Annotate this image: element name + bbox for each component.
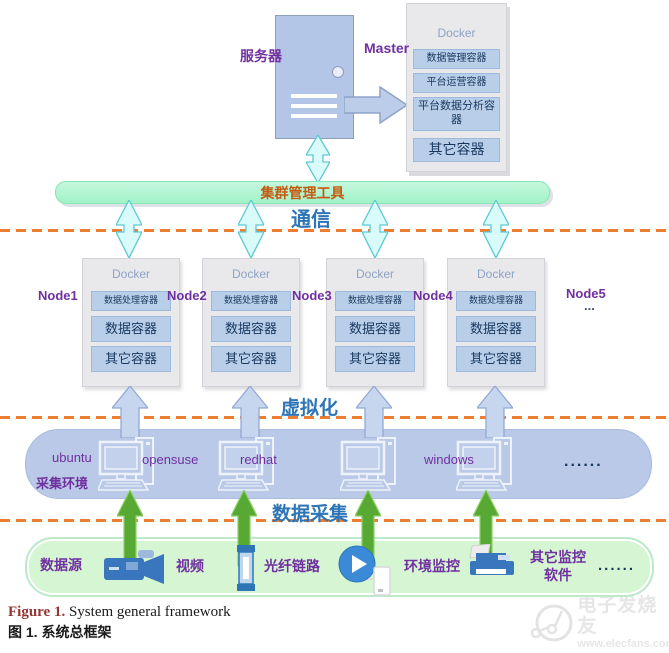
computer-icon bbox=[340, 437, 396, 491]
node-docker-box: Docker 数据处理容器 数据容器 其它容器 bbox=[326, 258, 424, 387]
cluster-management-label: 集群管理工具 bbox=[260, 184, 345, 201]
green-up-arrow-icon bbox=[231, 490, 257, 566]
watermark-text: 电子发烧友 www.elecfans.com bbox=[577, 595, 669, 650]
right-arrow-icon bbox=[344, 85, 408, 125]
virtualization-layer-label: 虚拟化 bbox=[281, 398, 339, 419]
os-label-windows: windows bbox=[424, 452, 474, 467]
watermark-site-url: www.elecfans.com bbox=[577, 637, 669, 650]
node2-label: Node2 bbox=[167, 288, 207, 303]
server-label: 服务器 bbox=[240, 48, 282, 64]
node-docker-title: Docker bbox=[476, 267, 515, 281]
node-docker-box: Docker 数据处理容器 数据容器 其它容器 bbox=[202, 258, 300, 387]
node5-label: Node5 bbox=[566, 286, 606, 301]
node-container: 数据处理容器 bbox=[211, 291, 291, 311]
up-arrow-icon bbox=[112, 386, 148, 438]
node-container: 其它容器 bbox=[91, 346, 171, 372]
server-power-button bbox=[332, 66, 344, 78]
figure-number-en: Figure 1. bbox=[8, 604, 66, 620]
node-container: 其它容器 bbox=[335, 346, 415, 372]
node-docker-box: Docker 数据处理容器 数据容器 其它容器 bbox=[82, 258, 180, 387]
double-arrow-icon bbox=[116, 200, 142, 258]
fiber-link-icon bbox=[237, 545, 255, 591]
elecfans-logo-icon bbox=[530, 604, 573, 642]
green-up-arrow-icon bbox=[355, 490, 381, 566]
other-monitor-software-label: 其它监控软件 bbox=[530, 549, 586, 584]
node-docker-title: Docker bbox=[111, 267, 150, 281]
node-container: 数据容器 bbox=[91, 316, 171, 342]
computer-icon bbox=[98, 437, 154, 491]
up-arrow-icon bbox=[477, 386, 513, 438]
node-container: 其它容器 bbox=[211, 346, 291, 372]
data-collection-layer-label: 数据采集 bbox=[272, 504, 349, 525]
figure-number-zh: 图 1. bbox=[8, 624, 38, 640]
computer-icon bbox=[456, 437, 512, 491]
green-up-arrow-icon bbox=[117, 490, 143, 566]
green-up-arrow-icon bbox=[473, 490, 499, 566]
double-arrow-icon bbox=[362, 200, 388, 258]
node-docker-title: Docker bbox=[231, 267, 270, 281]
printer-icon bbox=[469, 544, 514, 575]
double-arrow-icon bbox=[483, 200, 509, 258]
watermark: 电子发烧友 www.elecfans.com bbox=[528, 595, 669, 650]
virtualization-divider bbox=[0, 416, 669, 419]
node-container: 数据容器 bbox=[456, 316, 536, 342]
node-container: 数据容器 bbox=[335, 316, 415, 342]
collection-environment-label: 采集环境 bbox=[36, 476, 89, 491]
figure-caption-en: Figure 1. System general framework bbox=[8, 603, 231, 621]
master-container: 平台数据分析容器 bbox=[413, 97, 500, 131]
node-docker-title: Docker bbox=[355, 267, 394, 281]
node4-label: Node4 bbox=[413, 288, 453, 303]
fiber-link-label: 光纤链路 bbox=[264, 558, 320, 574]
server-icon bbox=[275, 15, 354, 139]
figure-title-zh: 系统总框架 bbox=[37, 624, 112, 640]
server-vent-line bbox=[291, 94, 337, 98]
video-label: 视频 bbox=[176, 558, 204, 574]
node-container: 数据处理容器 bbox=[335, 291, 415, 311]
cluster-management-bar: 集群管理工具 bbox=[55, 181, 550, 204]
master-container: 数据管理容器 bbox=[413, 49, 500, 69]
up-arrow-icon bbox=[356, 386, 392, 438]
communication-divider bbox=[0, 229, 669, 232]
node1-label: Node1 bbox=[38, 288, 78, 303]
watermark-site-name: 电子发烧友 bbox=[577, 595, 658, 637]
up-arrow-icon bbox=[232, 386, 268, 438]
server-vent-line bbox=[291, 104, 337, 108]
node-container: 数据处理容器 bbox=[456, 291, 536, 311]
os-label-opensuse: opensuse bbox=[142, 452, 199, 467]
env-ellipsis: ...... bbox=[564, 453, 603, 470]
os-label-ubuntu: ubuntu bbox=[52, 450, 92, 465]
data-source-label: 数据源 bbox=[40, 557, 82, 573]
play-monitor-icon bbox=[338, 545, 391, 596]
os-label-redhat: redhat bbox=[240, 452, 277, 467]
server-vent-line bbox=[291, 114, 337, 118]
figure-caption-zh: 图 1. 系统总框架 bbox=[8, 622, 111, 642]
node-container: 其它容器 bbox=[456, 346, 536, 372]
computer-icon bbox=[218, 437, 274, 491]
master-container: 其它容器 bbox=[413, 138, 500, 162]
node3-label: Node3 bbox=[292, 288, 332, 303]
master-docker-title: Docker bbox=[437, 26, 476, 40]
source-ellipsis: ...... bbox=[598, 557, 636, 574]
master-label: Master bbox=[364, 40, 410, 56]
node-container: 数据处理容器 bbox=[91, 291, 171, 311]
double-arrow-icon bbox=[306, 135, 330, 183]
video-camera-icon bbox=[104, 550, 164, 584]
communication-layer-label: 通信 bbox=[291, 209, 331, 231]
environment-monitor-label: 环境监控 bbox=[404, 558, 460, 574]
node5-ellipsis: ... bbox=[584, 298, 595, 313]
master-docker-box: Docker 数据管理容器 平台运营容器 平台数据分析容器 其它容器 bbox=[406, 3, 507, 172]
node-container: 数据容器 bbox=[211, 316, 291, 342]
double-arrow-icon bbox=[238, 200, 264, 258]
node-docker-box: Docker 数据处理容器 数据容器 其它容器 bbox=[447, 258, 545, 387]
data-collection-divider bbox=[0, 519, 669, 522]
figure-title-en: System general framework bbox=[65, 604, 231, 620]
master-container: 平台运营容器 bbox=[413, 73, 500, 93]
